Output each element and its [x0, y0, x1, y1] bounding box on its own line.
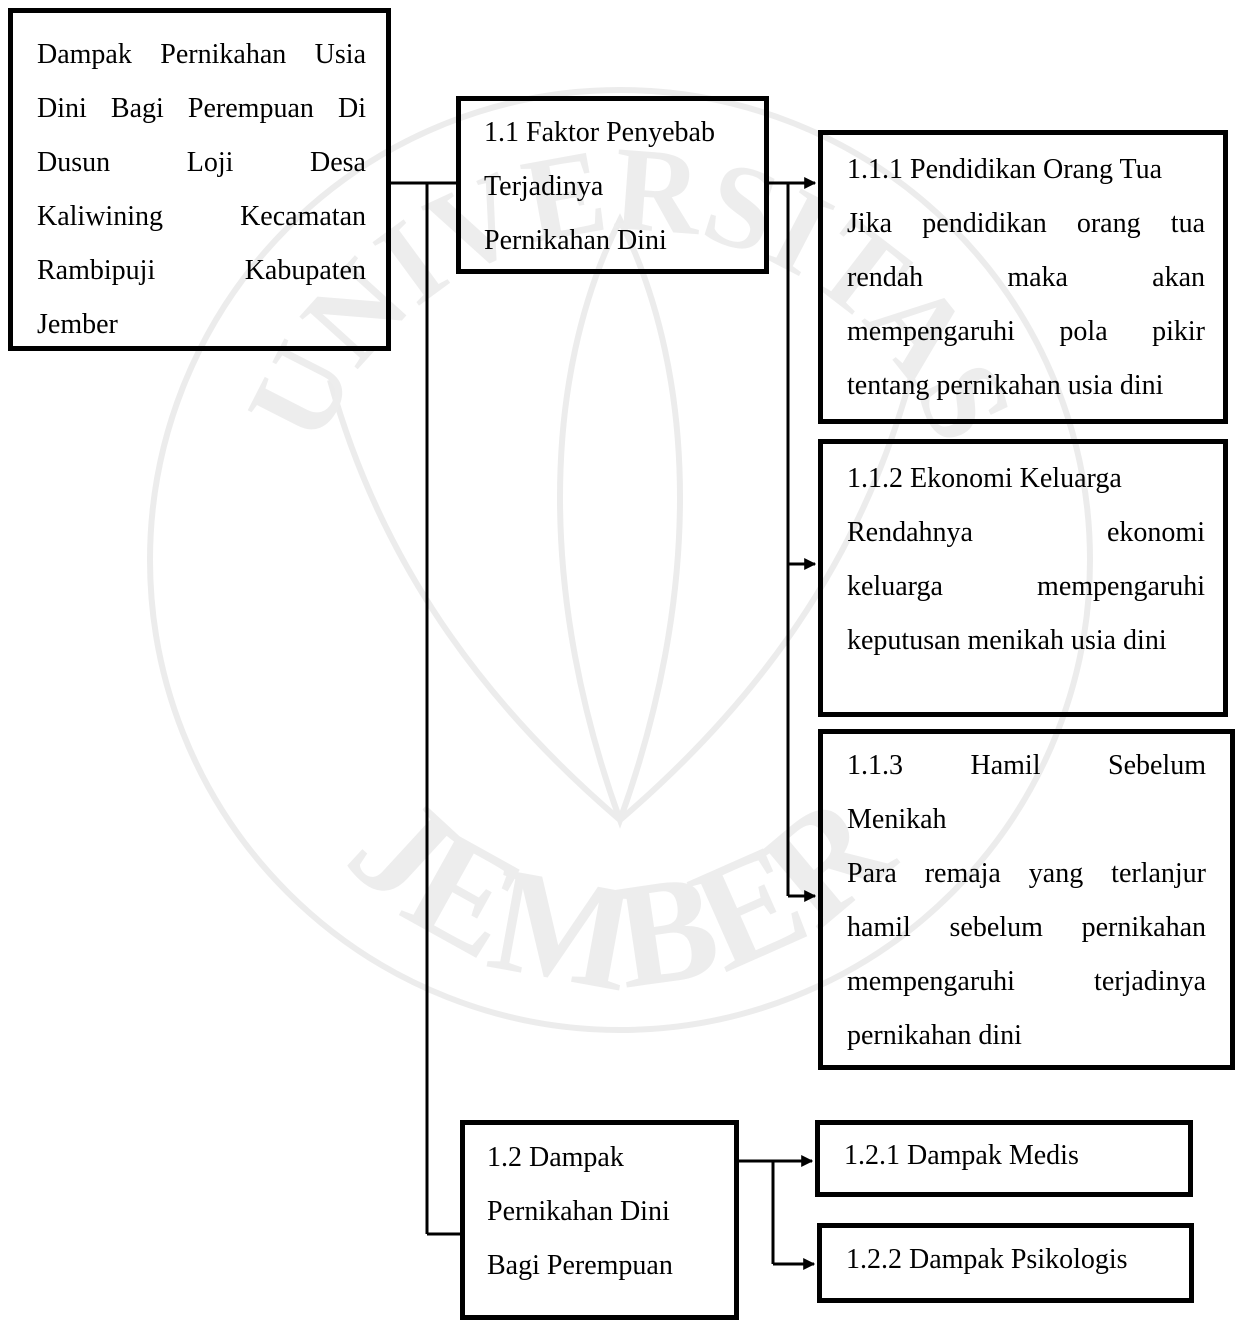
factor-education-line: tentang pernikahan usia dini: [847, 370, 1164, 401]
impact-psychological-title: 1.2.2 Dampak Psikologis: [846, 1244, 1128, 1275]
root-line: Jember: [37, 309, 118, 340]
root-line: Dini Bagi Perempuan Di: [37, 93, 366, 124]
impact-medical-title: 1.2.1 Dampak Medis: [844, 1140, 1079, 1171]
factor-box: 1.1 Faktor Penyebab Terjadinya Pernikaha…: [456, 96, 769, 274]
impact-line: Bagi Perempuan: [487, 1250, 673, 1281]
factor-pregnancy-line: mempengaruhi terjadinya: [847, 966, 1206, 997]
impact-line: Pernikahan Dini: [487, 1196, 670, 1227]
factor-pregnancy-title: 1.1.3 Hamil Sebelum: [847, 750, 1206, 781]
root-line: Rambipuji Kabupaten: [37, 255, 366, 286]
factor-pregnancy-line: pernikahan dini: [847, 1020, 1022, 1051]
factor-economy-title: 1.1.2 Ekonomi Keluarga: [847, 463, 1122, 494]
factor-economy-line: keputusan menikah usia dini: [847, 625, 1167, 656]
factor-pregnancy-line: Para remaja yang terlanjur: [847, 858, 1206, 889]
factor-education-line: rendah maka akan: [847, 262, 1205, 293]
factor-economy-line: keluarga mempengaruhi: [847, 571, 1205, 602]
factor-education-title: 1.1.1 Pendidikan Orang Tua: [847, 154, 1162, 185]
factor-pregnancy-line: hamil sebelum pernikahan: [847, 912, 1206, 943]
impact-psychological-box: 1.2.2 Dampak Psikologis: [817, 1223, 1194, 1303]
factor-pregnancy-title: Menikah: [847, 804, 947, 835]
impact-medical-box: 1.2.1 Dampak Medis: [815, 1120, 1193, 1197]
factor-pregnancy-box: 1.1.3 Hamil Sebelum Menikah Para remaja …: [818, 729, 1235, 1070]
factor-line: Pernikahan Dini: [484, 225, 667, 256]
factor-education-line: mempengaruhi pola pikir: [847, 316, 1205, 347]
root-line: Dusun Loji Desa: [37, 147, 366, 178]
factor-economy-box: 1.1.2 Ekonomi Keluarga Rendahnya ekonomi…: [818, 439, 1228, 717]
factor-line: 1.1 Faktor Penyebab: [484, 117, 715, 148]
root-line: Dampak Pernikahan Usia: [37, 39, 366, 70]
factor-line: Terjadinya: [484, 171, 604, 202]
root-line: Kaliwining Kecamatan: [37, 201, 366, 232]
factor-education-line: Jika pendidikan orang tua: [847, 208, 1205, 239]
factor-education-box: 1.1.1 Pendidikan Orang Tua Jika pendidik…: [818, 130, 1228, 424]
root-topic-box: Dampak Pernikahan Usia Dini Bagi Perempu…: [8, 8, 391, 351]
impact-box: 1.2 Dampak Pernikahan Dini Bagi Perempua…: [460, 1120, 739, 1320]
impact-line: 1.2 Dampak: [487, 1142, 624, 1173]
factor-economy-line: Rendahnya ekonomi: [847, 517, 1205, 548]
